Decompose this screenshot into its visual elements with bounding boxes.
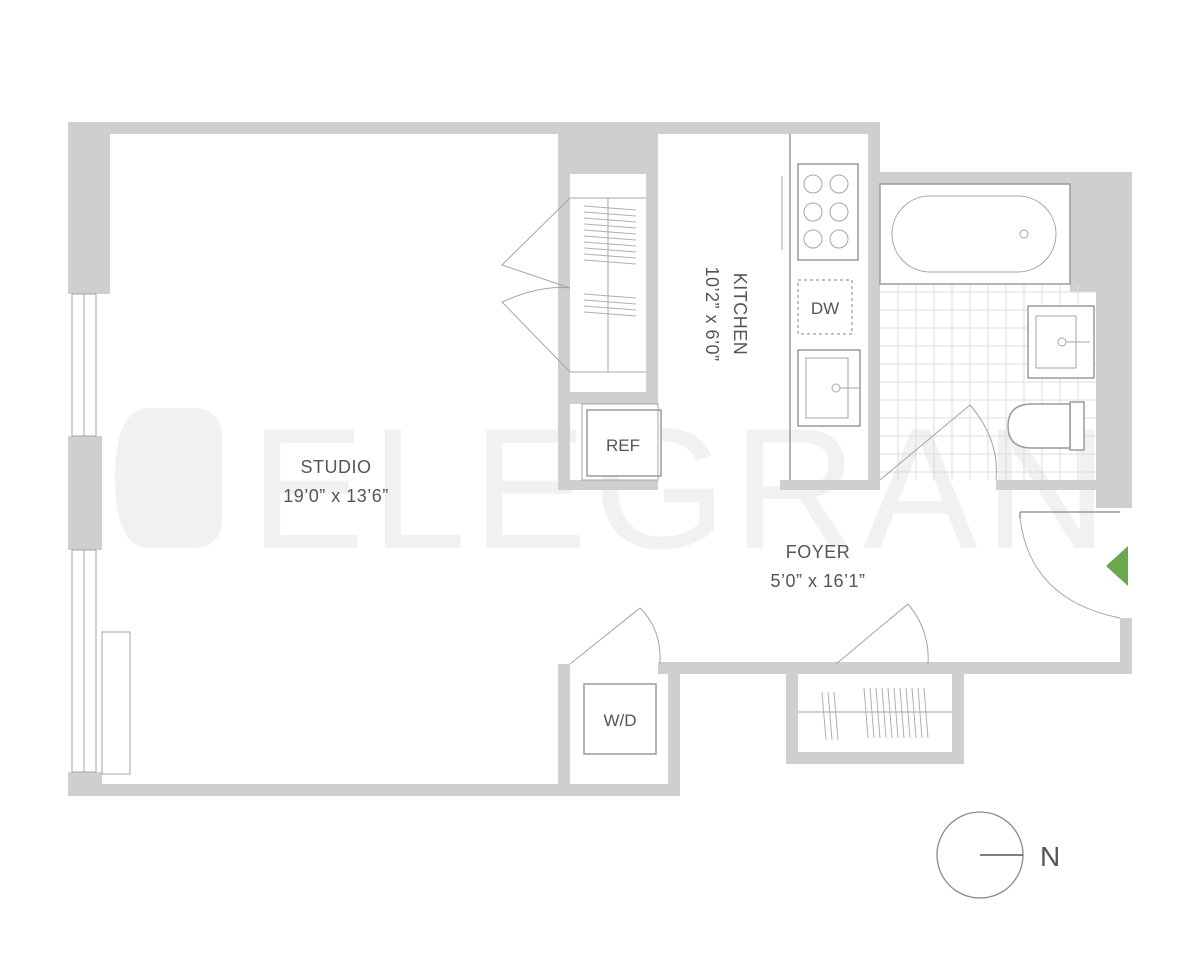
entry-arrow-icon — [1106, 546, 1128, 586]
foyer-dims: 5’0” x 16’1” — [770, 571, 865, 591]
studio-name: STUDIO — [300, 457, 371, 477]
bath-door — [879, 404, 997, 481]
kitchen-dims: 10’2” x 6’0” — [702, 266, 722, 361]
toilet-bowl — [1007, 403, 1071, 449]
kitchen-name: KITCHEN — [730, 273, 750, 356]
watermark: ELEGRAN — [115, 393, 1114, 585]
studio-dims: 19’0” x 13’6” — [283, 486, 389, 506]
windows — [71, 293, 131, 775]
bathroom — [879, 183, 1096, 481]
foyer-name: FOYER — [786, 542, 851, 562]
compass-north-label: N — [1040, 841, 1060, 872]
dishwasher-label: DW — [811, 299, 839, 318]
watermark-text: ELEGRAN — [250, 393, 1114, 585]
bathtub — [879, 183, 1071, 285]
entry-door — [1019, 511, 1128, 619]
kitchen-fixtures: DW REF — [581, 134, 861, 481]
washer-dryer-label: W/D — [603, 711, 636, 730]
watermark-logo-mark — [115, 408, 222, 548]
wd-closet: W/D — [569, 607, 661, 755]
toilet-tank — [1069, 401, 1085, 451]
washer-dryer — [583, 683, 657, 755]
walls — [68, 122, 1132, 796]
room-labels: STUDIO 19’0” x 13’6” FOYER 5’0” x 16’1” … — [283, 266, 865, 591]
studio-closet — [501, 197, 646, 373]
compass: N — [936, 811, 1060, 899]
dishwasher — [797, 279, 853, 335]
foyer-closet — [798, 603, 952, 741]
refrigerator-label: REF — [606, 436, 640, 455]
refrigerator — [586, 409, 662, 477]
